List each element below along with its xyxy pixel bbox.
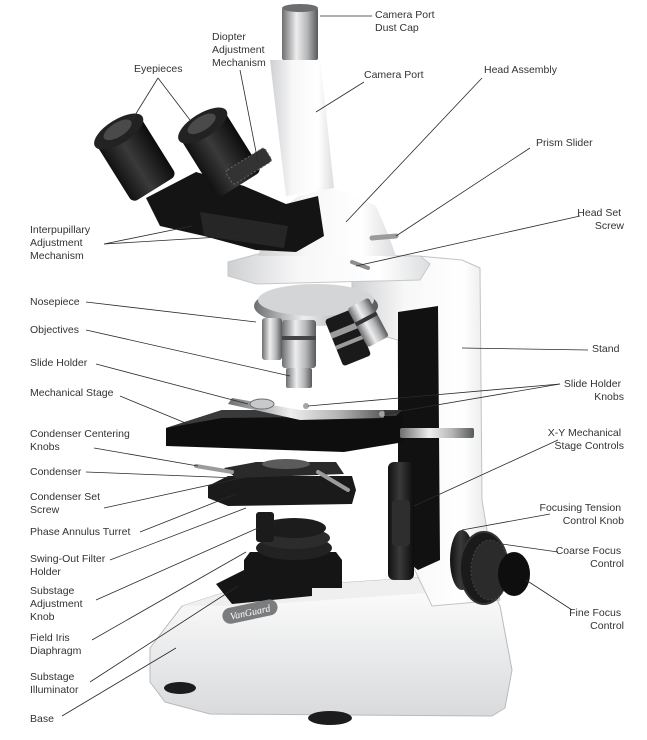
slide-holder[interactable] xyxy=(228,398,384,420)
objective-3[interactable] xyxy=(325,309,372,367)
label-focusing-tension-control-knob: Focusing Tension Control Knob xyxy=(540,502,625,527)
label-coarse-focus-control: Coarse Focus Control xyxy=(556,545,624,570)
leader-nosepiece xyxy=(85,301,257,323)
label-substage-illuminator: Substage Illuminator xyxy=(30,671,79,696)
leader-interpupillary-b xyxy=(103,233,271,245)
camera-port xyxy=(270,60,334,196)
leader-slide-holder-knobs-b xyxy=(383,383,561,415)
leader-phase-annulus xyxy=(139,493,237,533)
label-phase-annulus-turret: Phase Annulus Turret xyxy=(30,526,130,538)
label-condenser-set-screw: Condenser Set Screw xyxy=(30,491,103,516)
slide-holder-knob-1[interactable] xyxy=(303,403,309,409)
leader-focusing-tension xyxy=(461,513,551,531)
field-iris-diaphragm[interactable] xyxy=(244,552,342,588)
label-nosepiece: Nosepiece xyxy=(30,296,80,308)
leader-eyepieces-b xyxy=(157,77,191,121)
objectives[interactable] xyxy=(262,297,389,388)
label-stand: Stand xyxy=(592,343,620,355)
label-fine-focus-control: Fine Focus Control xyxy=(569,607,624,632)
label-eyepieces: Eyepieces xyxy=(134,63,182,75)
leader-camera-port xyxy=(315,81,365,113)
camera-port-dust-cap[interactable] xyxy=(282,4,318,60)
phase-annulus-turret[interactable] xyxy=(208,476,356,506)
leader-stand xyxy=(461,347,589,351)
leader-head-set-screw xyxy=(355,215,581,267)
label-xy-mechanical-stage-controls: X-Y Mechanical Stage Controls xyxy=(548,427,624,452)
label-slide-holder: Slide Holder xyxy=(30,357,88,369)
leader-condenser-set-screw xyxy=(103,473,261,509)
condenser-set-screw[interactable] xyxy=(316,470,350,492)
label-interpupillary-adjustment-mechanism: Interpupillary Adjustment Mechanism xyxy=(30,224,93,262)
stage-side-rail xyxy=(400,428,474,438)
condenser-top-lens xyxy=(262,459,310,469)
interpupillary-adjustment-mechanism[interactable] xyxy=(200,212,288,248)
leader-prism-slider xyxy=(395,147,531,237)
label-swing-out-filter-holder: Swing-Out Filter Holder xyxy=(30,553,108,578)
leader-eyepieces-a xyxy=(131,77,159,121)
leader-slide-holder-knobs-a xyxy=(307,383,561,407)
leader-diopter xyxy=(239,69,259,163)
label-camera-port: Camera Port xyxy=(364,69,424,81)
diopter-adjustment-ring[interactable] xyxy=(225,147,272,185)
fine-focus-control-knob[interactable] xyxy=(498,552,530,596)
label-camera-port-dust-cap: Camera Port Dust Cap xyxy=(375,9,437,34)
leader-lines xyxy=(61,15,589,717)
leader-slide-holder xyxy=(95,363,249,405)
condenser xyxy=(224,462,344,478)
swing-out-filter-holder[interactable] xyxy=(256,518,332,560)
label-base: Base xyxy=(30,713,54,725)
base-foot-right xyxy=(308,711,352,725)
leader-condenser xyxy=(85,471,239,479)
label-slide-holder-knobs: Slide Holder Knobs xyxy=(564,378,624,403)
stage-clip-round xyxy=(249,398,275,410)
label-field-iris-diaphragm: Field Iris Diaphragm xyxy=(30,632,82,657)
eyepiece-left[interactable] xyxy=(89,107,179,205)
label-diopter-adjustment-mechanism: Diopter Adjustment Mechanism xyxy=(212,31,267,69)
objective-1[interactable] xyxy=(282,320,316,388)
label-head-assembly: Head Assembly xyxy=(484,64,558,76)
condenser-centering-knob[interactable] xyxy=(194,464,234,474)
leader-fine-focus xyxy=(525,579,573,611)
labels: Camera Port Dust Cap Diopter Adjustment … xyxy=(30,9,624,725)
substage-adjustment-knob[interactable] xyxy=(256,512,274,542)
slide-holder-knob-2[interactable] xyxy=(379,411,385,417)
xy-stage-control-grip xyxy=(392,500,410,546)
leader-objectives xyxy=(85,329,291,377)
label-prism-slider: Prism Slider xyxy=(536,137,593,149)
mechanical-stage xyxy=(166,410,404,452)
label-substage-adjustment-knob: Substage Adjustment Knob xyxy=(30,585,85,623)
leader-substage-illuminator xyxy=(89,585,239,683)
prism-slider[interactable] xyxy=(369,233,399,241)
microscope: VanGuard xyxy=(89,4,530,725)
leader-mechanical-stage xyxy=(119,395,189,425)
label-condenser-centering-knobs: Condenser Centering Knobs xyxy=(30,428,133,453)
leader-xy-controls xyxy=(413,439,559,507)
leader-base xyxy=(61,647,177,717)
leader-interpupillary-a xyxy=(103,225,193,245)
leader-swing-out-filter xyxy=(109,507,247,561)
leader-field-iris xyxy=(91,551,247,641)
leader-condenser-centering xyxy=(93,447,199,467)
coarse-focus-control-knob[interactable] xyxy=(459,531,510,605)
base-foot-left xyxy=(164,682,196,694)
label-mechanical-stage: Mechanical Stage xyxy=(30,387,114,399)
leader-substage-adjustment xyxy=(95,527,259,601)
objective-2[interactable] xyxy=(262,318,282,360)
leader-head-assembly xyxy=(345,77,483,223)
leader-coarse-focus xyxy=(501,543,559,553)
label-condenser: Condenser xyxy=(30,466,82,478)
head-base xyxy=(227,253,431,285)
objective-4[interactable] xyxy=(347,297,389,347)
label-objectives: Objectives xyxy=(30,324,79,336)
label-head-set-screw: Head Set Screw xyxy=(577,207,624,232)
